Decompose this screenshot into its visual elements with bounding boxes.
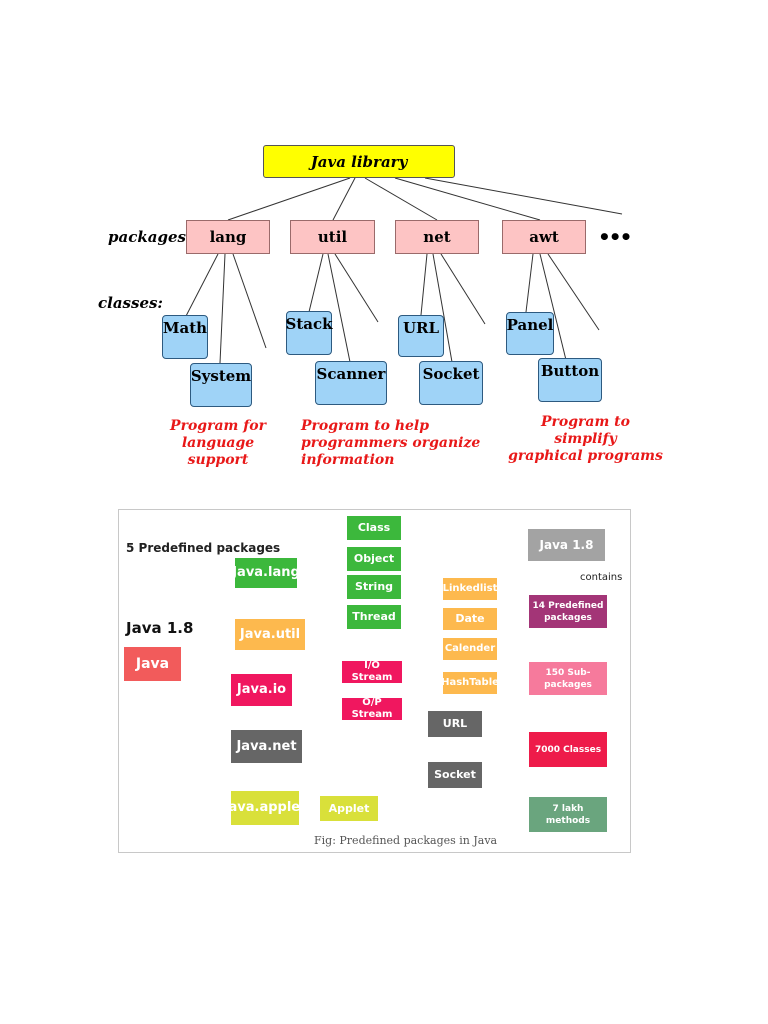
io-output-stream: O/P Stream [342, 697, 402, 720]
flow-predefined-packages: 14 Predefined packages [529, 595, 607, 628]
net-url: URL [428, 711, 482, 737]
lang-class: Class [347, 516, 401, 540]
util-calender: Calender [443, 638, 497, 660]
java-root-box: Java [124, 647, 181, 681]
class-socket: Socket [419, 361, 483, 405]
class-button: Button [538, 358, 602, 402]
java-library-box: Java library [263, 145, 455, 178]
version-label: Java 1.8 [126, 619, 194, 637]
bottom-heading: 5 Predefined packages [126, 541, 281, 555]
package-lang: lang [186, 220, 270, 254]
pkg-java-net: Java.net [231, 730, 302, 763]
note-awt: Program to simplify graphical programs [508, 414, 663, 464]
lang-string: String [347, 575, 401, 599]
note-util: Program to help programmers organize inf… [301, 418, 481, 468]
more-packages-ellipsis: ••• [598, 225, 632, 249]
top-tree-lines [184, 177, 623, 364]
net-socket: Socket [428, 762, 482, 788]
pkg-java-applet: Java.applet [224, 791, 306, 825]
util-linkedlist: Linkedlist [443, 578, 497, 600]
package-util: util [290, 220, 375, 254]
class-panel: Panel [506, 312, 554, 355]
packages-label: packages: [108, 228, 192, 246]
applet-applet: Applet [320, 796, 378, 821]
class-system: System [190, 363, 252, 407]
pkg-java-util: Java.util [235, 619, 305, 650]
pkg-java-io: Java.io [231, 674, 292, 706]
package-awt: awt [502, 220, 586, 254]
flow-sub-packages: 150 Sub- packages [529, 662, 607, 695]
pkg-java-lang: Java.lang [232, 558, 300, 588]
figure-caption: Fig: Predefined packages in Java [314, 834, 498, 847]
class-math: Math [162, 315, 208, 359]
note-lang: Program for language support [170, 418, 266, 468]
io-input-stream: I/O Stream [342, 660, 402, 683]
package-net: net [395, 220, 479, 254]
lang-object: Object [347, 547, 401, 571]
flow-contains-label: contains [580, 572, 623, 583]
class-url: URL [398, 315, 444, 357]
flow-java-version: Java 1.8 [528, 529, 605, 561]
lang-thread: Thread [347, 605, 401, 629]
class-stack: Stack [286, 311, 333, 355]
flow-classes: 7000 Classes [529, 732, 607, 767]
classes-label: classes: [98, 294, 163, 312]
util-hashtable: HashTable [441, 672, 499, 694]
class-scanner: Scanner [315, 361, 387, 405]
flow-methods: 7 lakh methods [529, 797, 607, 832]
util-date: Date [443, 608, 497, 630]
